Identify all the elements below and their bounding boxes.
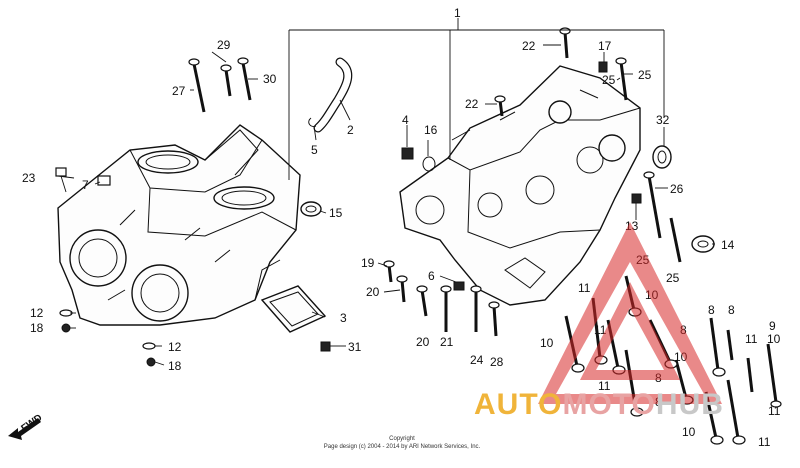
callout-23: 23 [22, 171, 36, 185]
callout-26: 26 [670, 182, 684, 196]
callout-20-b: 20 [416, 335, 430, 349]
leader-lines [57, 18, 715, 366]
watermark-word-hub: HUB [656, 388, 724, 421]
callout-11-b: 11 [594, 323, 607, 337]
callout-18-a: 18 [30, 321, 44, 335]
callout-18-b: 18 [168, 359, 182, 373]
callout-22-b: 22 [465, 97, 479, 111]
callout-8-b: 8 [708, 303, 715, 317]
left-small-parts [55, 57, 331, 367]
copyright-notice: Copyright Page design (c) 2004 - 2014 by… [324, 436, 481, 450]
automotohub-watermark: AUTOMOTOHUB [474, 222, 724, 421]
callout-15: 15 [329, 206, 343, 220]
copyright-line-1: Copyright [389, 436, 415, 442]
copyright-line-2: Page design (c) 2004 - 2014 by ARI Netwo… [324, 444, 481, 450]
callout-25-a: 25 [602, 73, 616, 87]
callout-7: 7 [82, 178, 89, 192]
left-crankcase-half [57, 124, 301, 326]
watermark-triangle-logo [538, 222, 722, 404]
oil-seal-15-part [300, 201, 322, 217]
callout-8-c: 8 [728, 303, 735, 317]
callout-3: 3 [340, 311, 347, 325]
callout-11-d: 11 [745, 332, 758, 346]
watermark-word-auto: AUTO [474, 388, 562, 421]
callout-14: 14 [721, 238, 735, 252]
callout-6: 6 [428, 269, 435, 283]
callout-11-f: 11 [758, 435, 771, 449]
callout-30: 30 [263, 72, 277, 86]
callout-32: 32 [656, 113, 670, 127]
callout-1: 1 [454, 6, 461, 20]
callout-28: 28 [490, 355, 504, 369]
reed-plate-part [260, 285, 327, 333]
callout-27: 27 [172, 84, 186, 98]
callout-31: 31 [348, 340, 362, 354]
callout-11-a: 11 [578, 281, 591, 295]
callout-19: 19 [361, 256, 375, 270]
fwd-arrow: FWD [8, 412, 44, 440]
watermark-word-moto: MOTO [562, 388, 655, 421]
callout-29: 29 [217, 38, 231, 52]
callout-22-a: 22 [522, 39, 536, 53]
callout-10-d: 10 [767, 332, 781, 346]
right-seals [401, 145, 715, 253]
callout-11-e: 11 [768, 404, 781, 418]
callout-17: 17 [598, 39, 612, 53]
callout-25-b: 25 [638, 68, 652, 82]
callout-16: 16 [424, 123, 438, 137]
callout-11-c: 11 [598, 379, 611, 393]
callout-2: 2 [347, 123, 354, 137]
right-crankcase-half [399, 65, 641, 306]
breather-hose-part [313, 57, 353, 133]
callout-21: 21 [440, 335, 454, 349]
fwd-label: FWD [19, 412, 44, 434]
callout-12-b: 12 [168, 340, 182, 354]
callout-9: 9 [769, 319, 776, 333]
callout-4: 4 [402, 113, 409, 127]
callout-20-a: 20 [366, 285, 380, 299]
callout-10-b: 10 [540, 336, 554, 350]
hose-clip-part [308, 117, 317, 127]
callout-25-d: 25 [666, 271, 680, 285]
callout-5: 5 [311, 143, 318, 157]
callout-10-e: 10 [682, 425, 696, 439]
watermark-wordmark: AUTOMOTOHUB [474, 388, 724, 421]
callout-24: 24 [470, 353, 484, 367]
callout-12-a: 12 [30, 306, 44, 320]
